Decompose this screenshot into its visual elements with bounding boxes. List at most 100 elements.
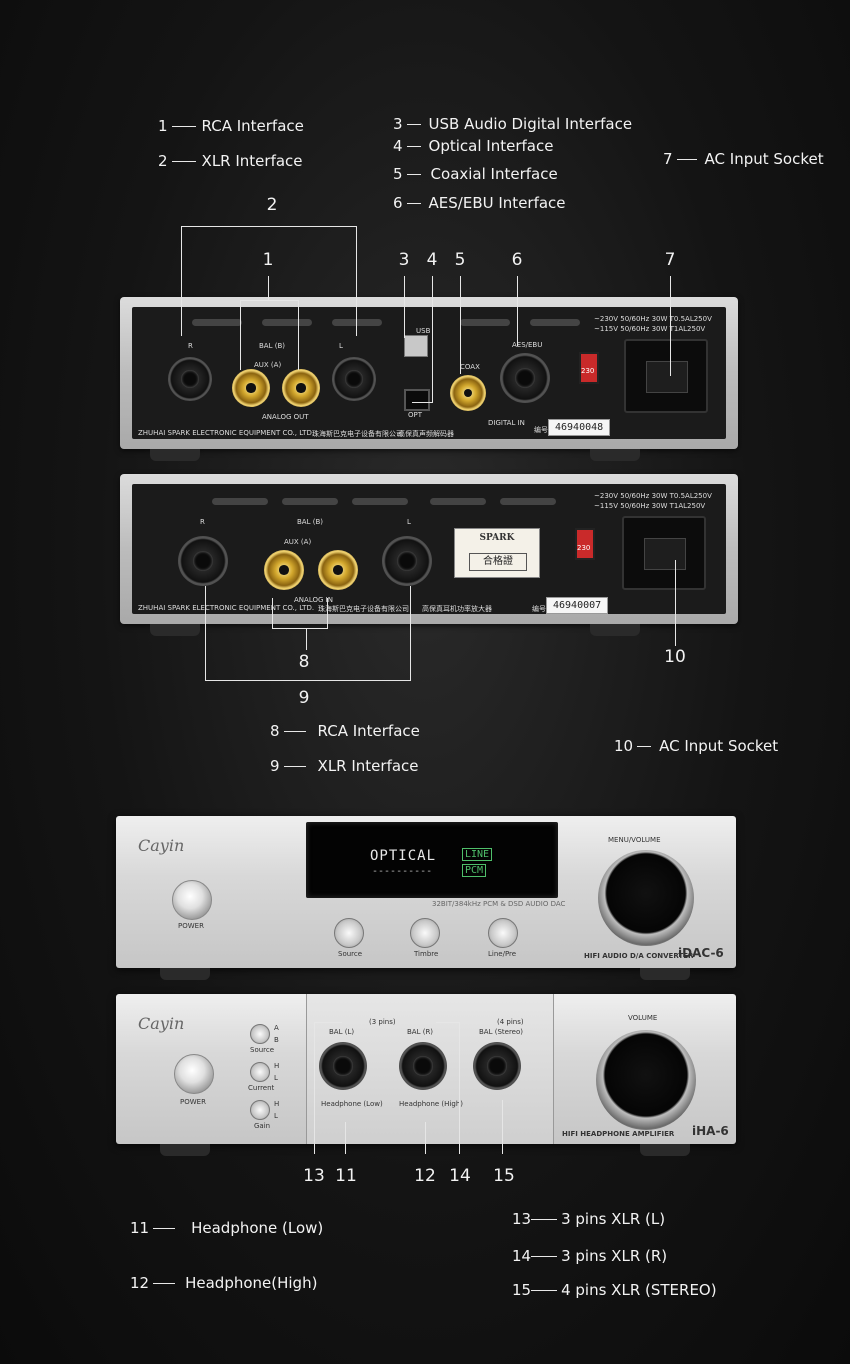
coax-port[interactable] — [450, 375, 486, 411]
source-a-label: A — [274, 1024, 279, 1032]
callout-line — [205, 680, 411, 681]
headphone-low-jack[interactable] — [319, 1042, 367, 1090]
model-name: iHA-6 — [692, 1124, 729, 1138]
callout-line — [314, 1022, 315, 1154]
vent — [500, 498, 556, 505]
legend-num: 13 — [512, 1210, 532, 1228]
callout-1: 1 — [262, 250, 274, 270]
xlr-out-r[interactable] — [168, 357, 212, 401]
menu-volume-label: MENU/VOLUME — [608, 836, 661, 844]
current-label: Current — [248, 1084, 275, 1092]
power-label: POWER — [178, 922, 204, 930]
callout-line — [356, 226, 357, 336]
bal-b-label: BAL (B) — [259, 342, 285, 350]
legend-num: 4 — [393, 137, 403, 155]
line-pre-button[interactable] — [488, 918, 518, 948]
headphone-high-jack[interactable] — [399, 1042, 447, 1090]
power-button[interactable] — [174, 1054, 214, 1094]
callout-12: 12 — [414, 1166, 436, 1186]
voltage-switch[interactable] — [575, 528, 595, 560]
voltage-switch[interactable] — [579, 352, 599, 384]
rca-in-l[interactable] — [318, 550, 358, 590]
current-l-label: L — [274, 1074, 278, 1082]
serial-number: 46940007 — [546, 597, 609, 614]
four-pins-label: (4 pins) — [497, 1018, 524, 1026]
volume-knob[interactable] — [596, 1030, 696, 1130]
menu-volume-knob[interactable] — [598, 850, 694, 946]
vent — [192, 319, 242, 326]
coax-label: COAX — [460, 363, 480, 371]
amp-rear-inner: R BAL (B) L AUX (A) ANALOG IN SPARK 合格證 … — [132, 484, 726, 614]
xlr-4pin-stereo-jack[interactable] — [473, 1042, 521, 1090]
spec-label: 32BIT/384kHz PCM & DSD AUDIO DAC — [432, 900, 566, 908]
ac-input-socket[interactable] — [622, 516, 706, 590]
qc-badge: SPARK 合格證 — [454, 528, 540, 578]
callout-13: 13 — [303, 1166, 325, 1186]
display-line: LINE — [462, 848, 493, 861]
amp-front-panel: Cayin POWER Source A B Current H L Gain … — [116, 994, 736, 1144]
legend-num: 7 — [663, 150, 673, 168]
headphone-high-label: Headphone (High) — [399, 1100, 463, 1108]
legend-label: 3 pins XLR (R) — [561, 1247, 668, 1265]
rca-out-r[interactable] — [232, 369, 270, 407]
display-pcm: PCM — [462, 864, 487, 877]
foot — [150, 624, 200, 636]
headphone-low-label: Headphone (Low) — [321, 1100, 383, 1108]
callout-line — [404, 276, 405, 338]
callout-line — [345, 1122, 346, 1154]
source-button[interactable] — [334, 918, 364, 948]
vent — [352, 498, 408, 505]
volume-label: VOLUME — [628, 1014, 658, 1022]
vent — [530, 319, 580, 326]
usb-label: USB — [416, 327, 431, 335]
l-label: L — [407, 518, 411, 526]
callout-line — [517, 276, 518, 346]
maker-label: ZHUHAI SPARK ELECTRONIC EQUIPMENT CO., L… — [138, 429, 315, 437]
legend-label: RCA Interface — [201, 117, 304, 135]
legend-num: 1 — [158, 117, 168, 135]
badge-brand: SPARK — [479, 533, 515, 543]
xlr-out-l[interactable] — [332, 357, 376, 401]
usb-port[interactable] — [404, 335, 428, 357]
aes-label: AES/EBU — [512, 341, 543, 349]
three-pins-label: (3 pins) — [369, 1018, 396, 1026]
callout-line — [272, 628, 328, 629]
foot — [590, 449, 640, 461]
legend-item-4: 4 Optical Interface — [393, 137, 553, 155]
vent — [212, 498, 268, 505]
source-selector[interactable] — [250, 1024, 270, 1044]
callout-line — [181, 226, 357, 227]
legend-num: 8 — [270, 722, 280, 740]
optical-port[interactable] — [404, 389, 430, 411]
model-desc: HIFI AUDIO D/A CONVERTER — [584, 952, 694, 960]
xlr-in-r[interactable] — [178, 536, 228, 586]
product-cn-label: 高保真耳机功率放大器 — [422, 605, 492, 613]
aes-ebu-port[interactable] — [500, 353, 550, 403]
source-label: Source — [338, 950, 363, 958]
foot — [150, 449, 200, 461]
ac-input-socket[interactable] — [624, 339, 708, 413]
rca-out-l[interactable] — [282, 369, 320, 407]
current-selector[interactable] — [250, 1062, 270, 1082]
legend-label: RCA Interface — [317, 722, 420, 740]
rca-in-r[interactable] — [264, 550, 304, 590]
timbre-button[interactable] — [410, 918, 440, 948]
maker-label: ZHUHAI SPARK ELECTRONIC EQUIPMENT CO., L… — [138, 604, 315, 612]
callout-11: 11 — [335, 1166, 357, 1186]
legend-label: Optical Interface — [428, 137, 554, 155]
oled-display: OPTICAL ---------- LINE PCM — [306, 822, 558, 898]
xlr-in-l[interactable] — [382, 536, 432, 586]
callout-line — [306, 628, 307, 650]
dac-rear-inner: R BAL (B) L AUX (A) ANALOG OUT USB OPT C… — [132, 307, 726, 439]
callout-line — [205, 586, 206, 680]
voltage-switch-label: 230 — [577, 544, 591, 552]
power-button[interactable] — [172, 880, 212, 920]
legend-label: Coaxial Interface — [430, 165, 558, 183]
gain-selector[interactable] — [250, 1100, 270, 1120]
foot — [160, 968, 210, 980]
